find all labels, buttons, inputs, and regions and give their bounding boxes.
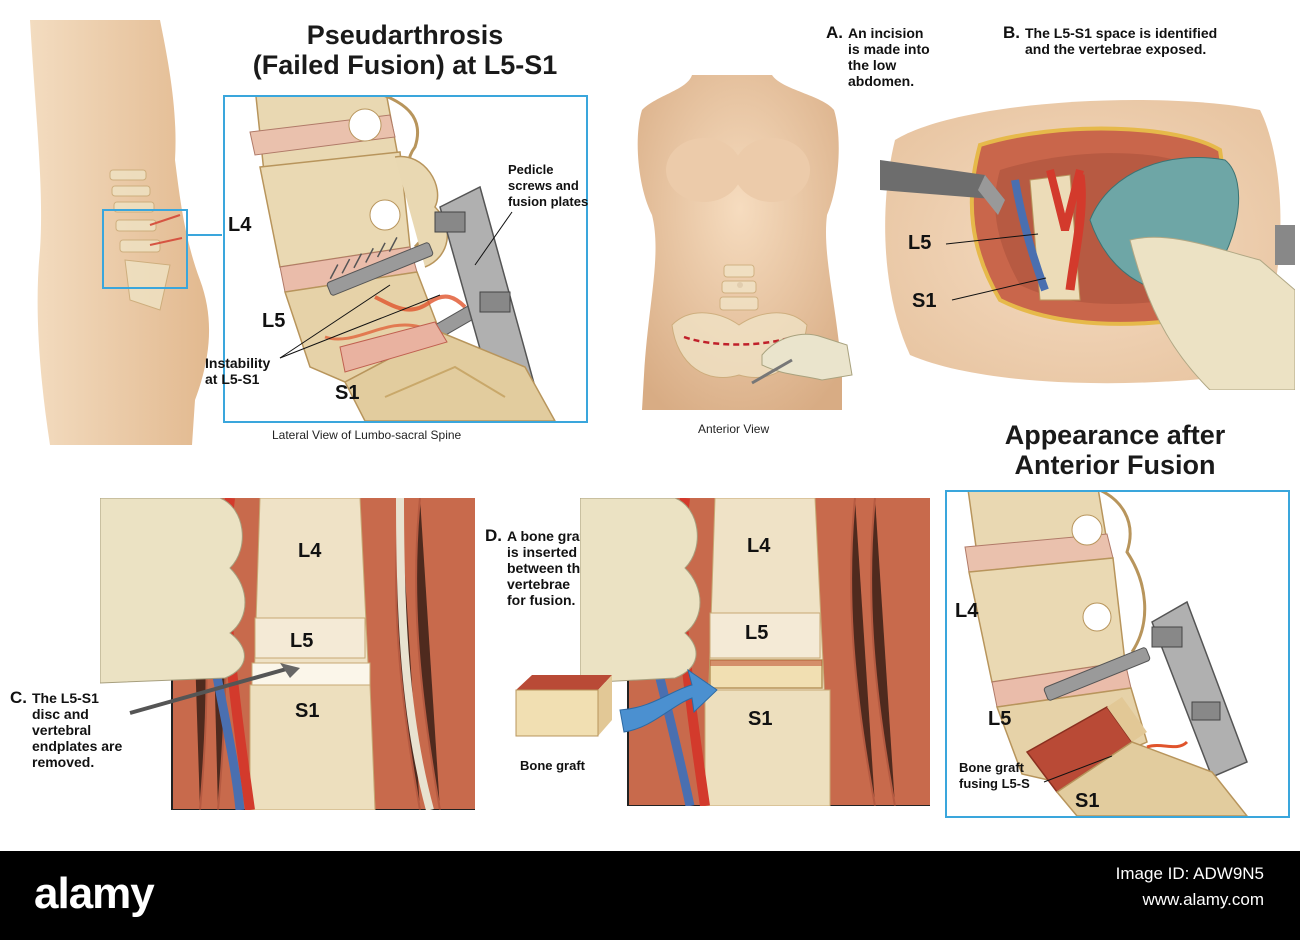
step-b-label-l5: L5	[908, 232, 932, 254]
fused-pedicle-screw-upper	[1043, 647, 1151, 701]
panel1-caption: Lateral View of Lumbo-sacral Spine	[272, 428, 462, 442]
panel1-title: Pseudarthrosis (Failed Fusion) at L5-S1	[215, 20, 595, 80]
step-c-description: The L5-S1 disc and vertebral endplates a…	[32, 690, 123, 770]
step-c-text: C. The L5-S1 disc and vertebral endplate…	[10, 688, 123, 770]
step-b-surgical-view	[880, 90, 1295, 390]
zoom-indicator-box	[102, 209, 188, 289]
step-b-text: B. The L5-S1 space is identified and the…	[1003, 23, 1218, 57]
panel6-title: Appearance after Anterior Fusion	[945, 420, 1285, 480]
step-c-surgical-view	[100, 498, 475, 810]
step-b-letter: B.	[1003, 23, 1020, 42]
panel1-label-l4: L4	[228, 214, 252, 236]
step-d-text: D. A bone graft is inserted between the …	[485, 526, 589, 608]
panel1-leader-lines	[279, 211, 513, 359]
panel6-label-l4: L4	[955, 600, 979, 622]
footer-bar: alamy Image ID: ADW9N5 www.alamy.com	[0, 851, 1300, 940]
panel6-title-line1: Appearance after	[1004, 420, 1226, 450]
step-d-label-graft: Bone graft	[520, 758, 585, 773]
footer-site: www.alamy.com	[1142, 890, 1264, 909]
panel1-label-s1: S1	[335, 382, 360, 404]
panel6-label-graft: Bone graft fusing L5-S	[959, 760, 1030, 791]
step-c-label-l4: L4	[298, 540, 322, 562]
step-d-description: A bone graft is inserted between the ver…	[507, 528, 589, 608]
panel1-title-line1: Pseudarthrosis	[306, 20, 504, 50]
panel6-title-line2: Anterior Fusion	[1014, 450, 1216, 480]
step-b-label-s1: S1	[912, 290, 937, 312]
panel1-label-l5: L5	[262, 310, 286, 332]
lateral-spine-box	[223, 95, 588, 423]
panel1-label-instability: Instability at L5-S1	[205, 355, 271, 387]
panel6-leader-line	[1043, 755, 1113, 783]
step-a-text: A. An incision is made into the low abdo…	[826, 23, 930, 89]
spine-hint	[109, 169, 183, 311]
footer-image-id-label: Image ID: ADW9N5	[1115, 864, 1264, 883]
step-d-letter: D.	[485, 526, 502, 545]
step-c-label-s1: S1	[295, 700, 320, 722]
step-c-label-l5: L5	[290, 630, 314, 652]
footer-image-id: Image ID: ADW9N5 www.alamy.com	[1116, 861, 1264, 913]
fused-fusion-plate	[1151, 600, 1248, 778]
step-d-label-s1: S1	[748, 708, 773, 730]
step-a-letter: A.	[826, 23, 843, 42]
step-d-label-l5: L5	[745, 622, 769, 644]
step-d-label-l4: L4	[747, 535, 771, 557]
anterior-torso-illustration	[612, 75, 857, 410]
pedicle-screw-upper	[326, 237, 434, 296]
step-b-description: The L5-S1 space is identified and the ve…	[1025, 25, 1218, 57]
panel1-title-line2: (Failed Fusion) at L5-S1	[252, 50, 558, 80]
panel6-label-s1: S1	[1075, 790, 1100, 812]
after-fusion-box	[945, 490, 1290, 818]
step-c-letter: C.	[10, 688, 27, 707]
step-b-leader-lines	[945, 233, 1047, 301]
body-side-illustration	[10, 20, 220, 445]
step-d-surgical-view	[580, 498, 930, 806]
footer-brand-logo: alamy	[34, 869, 155, 918]
insertion-arrow	[619, 668, 718, 733]
incision-line	[683, 335, 793, 346]
panel6-label-l5: L5	[988, 708, 1012, 730]
bone-graft-block-illustration	[515, 668, 718, 737]
step-a-description: An incision is made into the low abdomen…	[848, 25, 930, 89]
panel1-label-pedicle: Pedicle screws and fusion plates	[508, 162, 589, 209]
panel2-caption: Anterior View	[698, 422, 770, 436]
zoom-connector-lines	[188, 234, 222, 236]
